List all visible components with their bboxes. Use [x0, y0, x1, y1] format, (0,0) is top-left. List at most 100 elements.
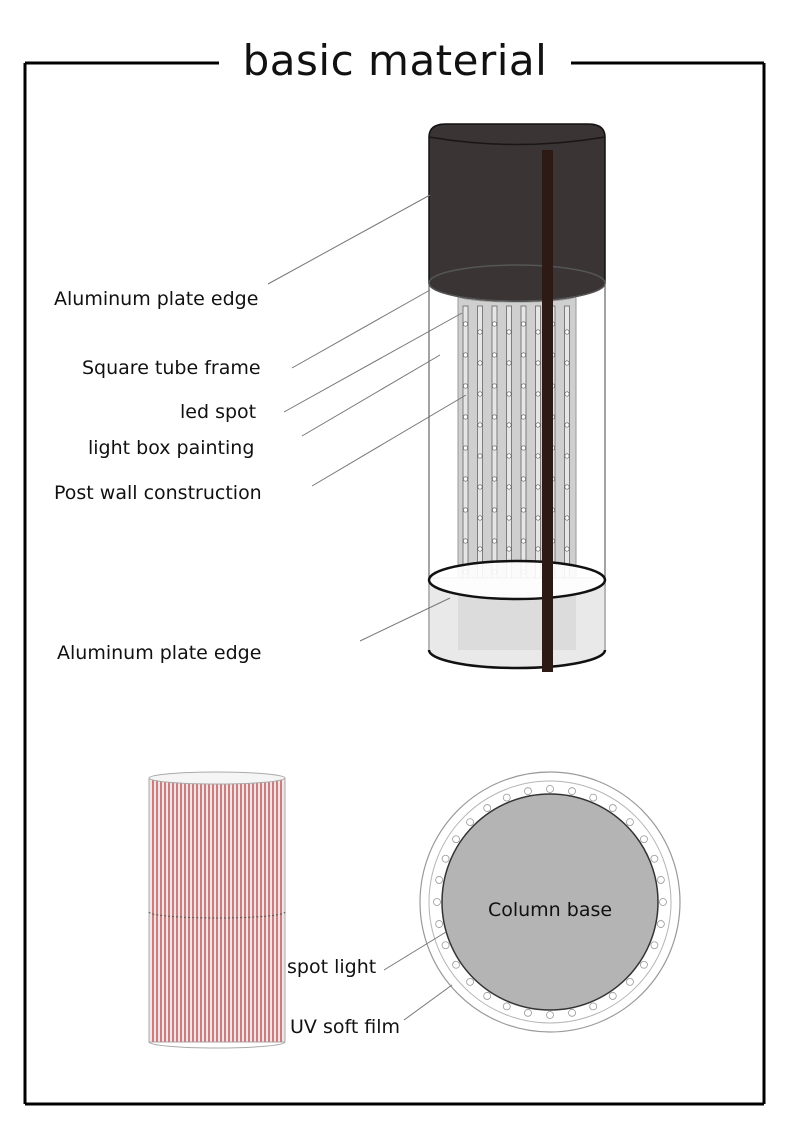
led-spot-dot: [564, 484, 570, 490]
label-spot-light: spot light: [287, 956, 377, 978]
spot-light-dot: [546, 785, 554, 793]
film-stripe: [268, 780, 270, 1042]
led-spot-dot: [520, 507, 527, 513]
led-spot-dot: [491, 476, 498, 482]
film-stripe: [160, 780, 162, 1042]
film-stripe: [188, 780, 190, 1042]
spot-light-dot: [568, 787, 576, 796]
top-view: Column base: [419, 771, 681, 1033]
led-spot-dot: [477, 515, 483, 521]
spot-light-dots: [433, 785, 667, 1019]
label-bottom-aluminum-edge: Aluminum plate edge: [57, 642, 262, 664]
led-spot-dot: [462, 538, 469, 544]
spot-light-dot: [650, 941, 659, 950]
led-spot-dot: [462, 445, 469, 451]
led-spot-dot: [520, 445, 527, 451]
film-stripe: [172, 780, 174, 1042]
led-spot-dot: [477, 484, 483, 490]
led-spot-dot: [506, 453, 512, 459]
led-spot-dot: [564, 329, 570, 335]
spot-light-dot: [626, 818, 634, 826]
led-spot-dot: [491, 383, 498, 389]
led-spot-dot: [491, 538, 498, 544]
spot-light-dot: [483, 992, 492, 1000]
led-spot-dot: [520, 414, 527, 420]
led-spot-dot: [564, 546, 570, 552]
spot-light-dot: [608, 992, 617, 1000]
film-stripe: [232, 780, 234, 1042]
column-base-label: Column base: [488, 899, 612, 921]
film-stripe: [248, 780, 250, 1042]
led-spot-dot: [491, 352, 498, 358]
film-stripe: [152, 780, 154, 1042]
led-spot-dot: [535, 360, 541, 366]
film-stripe: [272, 780, 274, 1042]
spot-light-dot: [502, 793, 511, 802]
tube-slat: [477, 305, 483, 587]
film-stripe: [196, 780, 198, 1042]
film-stripe: [200, 780, 202, 1042]
film-stripe: [164, 780, 166, 1042]
led-spot-dot: [462, 383, 469, 389]
led-spot-dot: [477, 329, 483, 335]
spot-light-dot: [466, 818, 474, 826]
spot-light-dot: [546, 1011, 554, 1019]
film-stripe: [156, 780, 158, 1042]
spot-light-dot: [524, 1008, 532, 1017]
tube-slat: [564, 305, 570, 587]
spot-light-dot: [568, 1008, 576, 1017]
film-stripe: [192, 780, 194, 1042]
bottom-inner-column: [458, 592, 576, 650]
spot-light-dot: [502, 1002, 511, 1011]
led-spot-dot: [535, 484, 541, 490]
spot-light-dot: [435, 876, 444, 884]
led-spot-dot: [477, 546, 483, 552]
led-spot-dot: [564, 453, 570, 459]
film-stripe: [260, 780, 262, 1042]
inner-column: [457, 295, 577, 587]
led-spot-dot: [535, 453, 541, 459]
spot-light-dot: [435, 920, 444, 928]
film-stripe: [228, 780, 230, 1042]
spot-light-dot: [650, 854, 659, 863]
label-post-wall-construction: Post wall construction: [54, 482, 262, 504]
label-top-aluminum-edge: Aluminum plate edge: [54, 288, 259, 310]
led-spot-dot: [520, 476, 527, 482]
film-stripes: [152, 780, 282, 1042]
film-stripe: [240, 780, 242, 1042]
film-stripe: [280, 780, 282, 1042]
led-spot-dot: [564, 360, 570, 366]
outer-border: [23, 61, 766, 1106]
film-stripe: [212, 780, 214, 1042]
spot-light-dot: [433, 898, 441, 906]
led-spot-dot: [491, 414, 498, 420]
led-spot-dot: [506, 546, 512, 552]
led-spot-dot: [462, 414, 469, 420]
uv-film-roll: [148, 771, 286, 1049]
spot-light-dot: [626, 978, 634, 986]
led-spot-dot: [564, 515, 570, 521]
label-light-box-painting: light box painting: [88, 437, 255, 459]
led-spot-dot: [462, 476, 469, 482]
film-stripe: [180, 780, 182, 1042]
film-stripe: [216, 780, 218, 1042]
tube-slat: [506, 305, 512, 587]
led-spot-dot: [520, 352, 527, 358]
led-spot-dot: [506, 329, 512, 335]
film-stripe: [236, 780, 238, 1042]
led-spot-dot: [491, 445, 498, 451]
film-stripe: [276, 780, 278, 1042]
vertical-stripe: [542, 150, 553, 672]
spot-light-dot: [656, 920, 665, 928]
led-spot-dot: [477, 422, 483, 428]
film-stripe: [256, 780, 258, 1042]
led-spot-dot: [506, 422, 512, 428]
led-spot-dot: [506, 360, 512, 366]
led-spot-dot: [535, 546, 541, 552]
spot-light-dot: [659, 898, 667, 906]
led-spot-dot: [506, 515, 512, 521]
tube-slat: [535, 305, 541, 587]
film-stripe: [252, 780, 254, 1042]
led-spot-dot: [491, 507, 498, 513]
